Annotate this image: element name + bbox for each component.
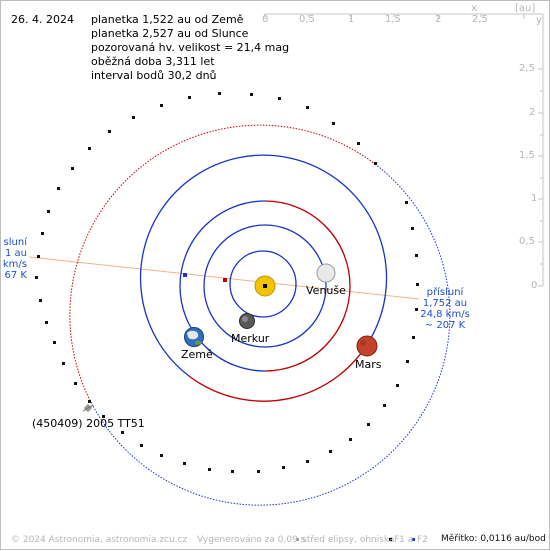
perihelion-temp: ~ 207 K: [424, 320, 466, 331]
ellipse-center-marker: [183, 273, 187, 277]
legend-f2-marker: [412, 538, 415, 541]
x-tick-2: 1: [348, 14, 355, 25]
footer-legend-f1: F1 a: [394, 535, 414, 545]
point-interval: interval bodů 30,2 dnů: [91, 69, 217, 82]
asteroid-icon: [82, 403, 94, 413]
perihelion-title: přísluní: [426, 287, 464, 298]
footer-copyright: © 2024 Astronomia, astronomia.zcu.cz: [11, 535, 188, 545]
mars-orbit-blue: [139, 154, 388, 377]
y-tick-0: 2,5: [519, 63, 535, 74]
mars-label: Mars: [355, 358, 382, 371]
aphelion-temp: 67 K: [4, 270, 27, 281]
venus-orbit: [203, 224, 327, 348]
distance-earth: planetka 1,522 au od Země: [91, 13, 244, 26]
perihelion-speed: 24,8 km/s: [420, 309, 470, 320]
aphelion-speed: km/s: [2, 259, 27, 270]
legend-center-marker: [296, 538, 299, 541]
x-tick-3: 1,5: [385, 14, 401, 25]
aphelion-title: sluní: [3, 237, 27, 248]
y-tick-5: 0: [531, 280, 538, 291]
x-tick-4: 2: [435, 14, 442, 25]
y-tick-1: 2: [529, 107, 536, 118]
perihelion-info: přísluní 1,752 au 24,8 km/s ~ 207 K: [417, 287, 473, 331]
asteroid-orbit-points: [35, 92, 419, 473]
venus-icon: [316, 263, 336, 283]
footer-scale: Měřítko: 0,0116 au/bod: [441, 534, 546, 544]
axis-ticks: [264, 14, 543, 287]
perihelion-distance: 1,752 au: [422, 298, 468, 309]
legend-f1-marker: [389, 538, 392, 541]
earth-label: Země: [181, 348, 213, 361]
y-axis-label: y: [536, 15, 542, 26]
asteroid-orbit-red: [69, 124, 376, 407]
x-tick-0: 0: [262, 14, 269, 25]
orbital-period: oběžná doba 3,311 let: [91, 55, 215, 68]
y-tick-4: 0,5: [519, 236, 535, 247]
asteroid-label: (450409) 2005 TT51: [32, 417, 145, 430]
y-tick-2: 1,5: [519, 150, 535, 161]
footer-legend-center: střed elipsy, ohniska: [302, 535, 395, 545]
mars-orbit-red: [188, 337, 372, 402]
x-tick-1: 0,5: [299, 14, 315, 25]
aphelion-distance: 1 au: [4, 248, 27, 259]
earth-orbit-blue: [179, 200, 266, 372]
asteroid-orbit-blue: [92, 163, 451, 506]
mercury-orbit: [229, 250, 297, 318]
magnitude: pozorovaná hv. velikost = 21,4 mag: [91, 41, 290, 54]
aphelion-info: sluní 1 au km/s 67 K: [1, 237, 27, 281]
y-tick-3: 1: [531, 193, 538, 204]
earth-orbit-red: [264, 200, 351, 372]
axis-lines: [264, 13, 544, 286]
venus-label: Venuše: [306, 284, 346, 297]
mercury-label: Merkur: [231, 332, 270, 345]
date-label: 26. 4. 2024: [11, 13, 74, 26]
footer-generated: Vygenerováno za 0,09 s: [197, 535, 306, 545]
footer-legend-f2: F2: [417, 535, 428, 545]
mars-icon: [356, 335, 378, 357]
x-axis-label: x: [471, 3, 477, 14]
focus-f1-marker: [223, 278, 227, 282]
x-tick-5: 2,5: [472, 14, 488, 25]
axis-unit: [au]: [515, 3, 536, 14]
distance-sun: planetka 2,527 au od Slunce: [91, 27, 249, 40]
